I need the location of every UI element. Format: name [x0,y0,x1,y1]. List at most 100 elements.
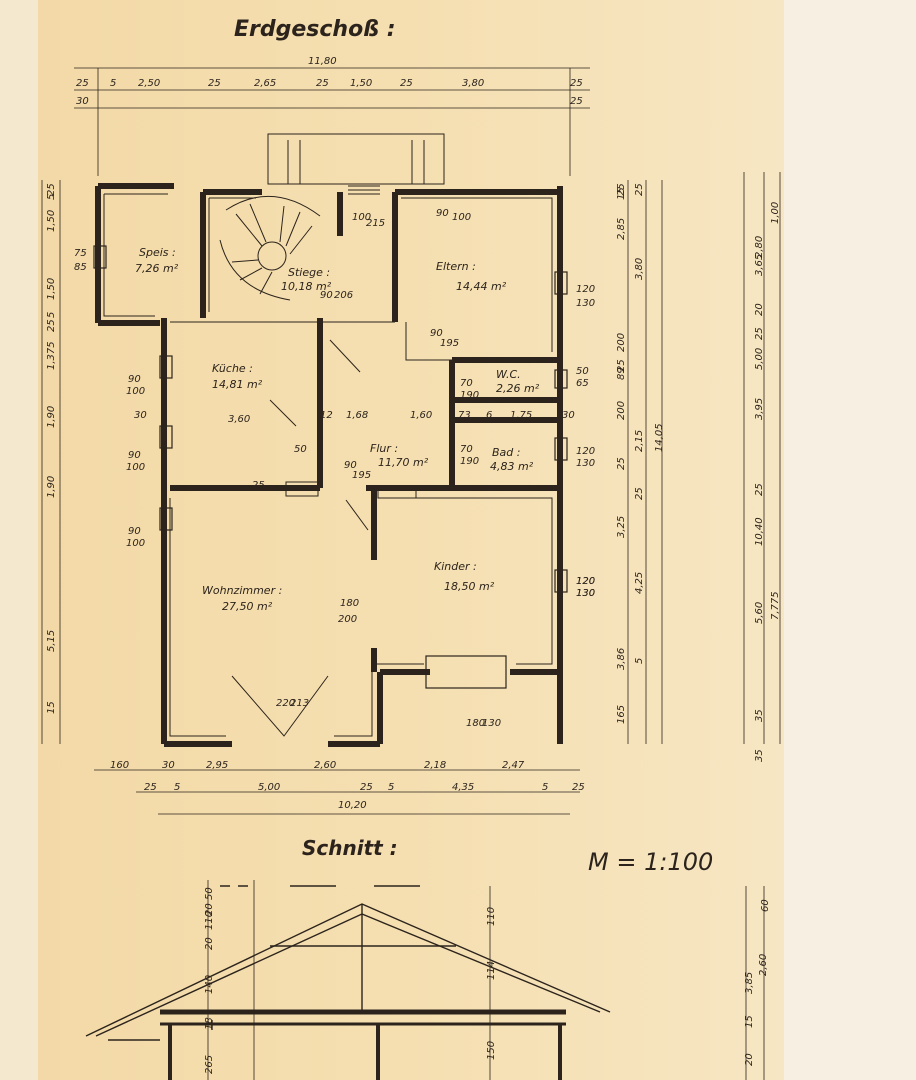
dimension-label: 30 [562,410,575,421]
room-name: Stiege : [288,266,330,279]
dimension-label: 1,60 [410,410,432,421]
dimension-label: 25 [634,487,645,500]
dimension-label: 120 [576,576,595,587]
dimension-label: 25 [570,78,583,89]
dimension-label: 4,35 [452,782,474,793]
dimension-label: 70 [460,378,473,389]
dimension-label: 15 [616,187,627,200]
dimension-label: 25 [754,327,765,340]
dimension-label: 195 [352,470,371,481]
dimension-label: 190 [460,390,479,401]
scale-label: M = 1:100 [588,848,713,876]
dimension-label: 30 [134,410,147,421]
dimension-label: 85 [74,262,87,273]
room-name: Kinder : [434,560,477,573]
room-area: 11,70 m² [378,456,429,469]
dimension-label: 5,15 [46,630,57,652]
dimension-label: 114 [486,961,497,980]
dimension-label: 35 [754,709,765,722]
dimension-label: 4,25 [634,572,645,594]
dimension-label: 2,80 [754,236,765,258]
dimension-label: 12 [320,410,333,421]
dimension-label: 100 [352,212,371,223]
dimension-label: 180 [466,718,485,729]
dimension-label: 130 [576,588,595,599]
dimension-label: 90 [320,290,333,301]
dimension-label: 7,775 [770,591,781,620]
room-area: 7,26 m² [135,262,179,275]
paper-background [784,0,916,1080]
room-area: 14,44 m² [456,280,507,293]
dimension-label: 90 [128,450,141,461]
room-name: Bad : [492,446,520,459]
dimension-label: 15 [744,1015,755,1028]
dimension-label: 50 [294,444,307,455]
dimension-label: 5 [110,78,116,89]
room-name: Flur : [370,442,398,455]
dimension-label: 3,65 [754,254,765,276]
dimension-label: 25 [570,96,583,107]
dimension-label: 30 [76,96,89,107]
dimension-label: 130 [482,718,501,729]
dimension-label: 2,50 [138,78,160,89]
dimension-label: 10,20 [338,800,367,811]
dimension-label: 1,50 [46,210,57,232]
dimension-label: 5,00 [754,348,765,370]
dimension-label: 25 [252,480,265,491]
dimension-label: 206 [334,290,353,301]
dimension-label: 35 [754,749,765,762]
dimension-label: 5 [174,782,180,793]
room-name: Eltern : [436,260,476,273]
dimension-label: 2,47 [502,760,525,771]
dimension-label: 90 [128,526,141,537]
dimension-label: 10,40 [754,517,765,546]
dimension-label: 165 [616,705,627,724]
dimension-label: 215 [366,218,385,229]
section-title: Schnitt : [302,836,398,860]
dimension-label: 50 [576,366,589,377]
dimension-label: 110 [486,907,497,926]
dimension-label: 89 [616,367,627,380]
dimension-label: 190 [460,456,479,467]
dimension-label: 1,50 [46,278,57,300]
dimension-label: 25 [46,319,57,332]
dimension-label: 130 [576,298,595,309]
dimension-label: 213 [290,698,309,709]
dimension-label: 25 [360,782,373,793]
dimension-label: 65 [576,378,589,389]
room-name: W.C. [496,368,521,381]
dimension-label: 3,95 [754,398,765,420]
dimension-label: 18 [204,1017,215,1030]
dimension-label: 1,00 [770,202,781,224]
dimension-label: 25 [316,78,329,89]
dimension-label: 2,95 [206,760,228,771]
dimension-label: 100 [126,462,145,473]
dimension-label: 25 [144,782,157,793]
dimension-label: 90 [128,374,141,385]
dimension-label: 1,90 [46,406,57,428]
dimension-label: 200 [616,333,627,352]
dimension-label: 75 [74,248,87,259]
room-area: 10,18 m² [281,280,332,293]
dimension-label: 3,25 [616,516,627,538]
dimension-label: 130 [576,458,595,469]
dimension-label: 25 [754,483,765,496]
dimension-label: 160 [110,760,129,771]
section-drawing [85,880,765,1080]
dimension-label: 100 [126,386,145,397]
room-area: 4,83 m² [490,460,534,473]
dimension-label: 60 [760,899,771,912]
dimension-label: 100 [126,538,145,549]
dimension-label: 14,05 [654,423,665,452]
dimension-label: 5 [542,782,548,793]
dimension-label: 25 [616,457,627,470]
dimension-label: 20 [754,303,765,316]
dimension-label: 2,18 [424,760,446,771]
dimension-label: 1,68 [346,410,368,421]
dimension-label: 2,65 [254,78,276,89]
dimension-label: 220 [276,698,295,709]
dimension-label: 1,50 [350,78,372,89]
